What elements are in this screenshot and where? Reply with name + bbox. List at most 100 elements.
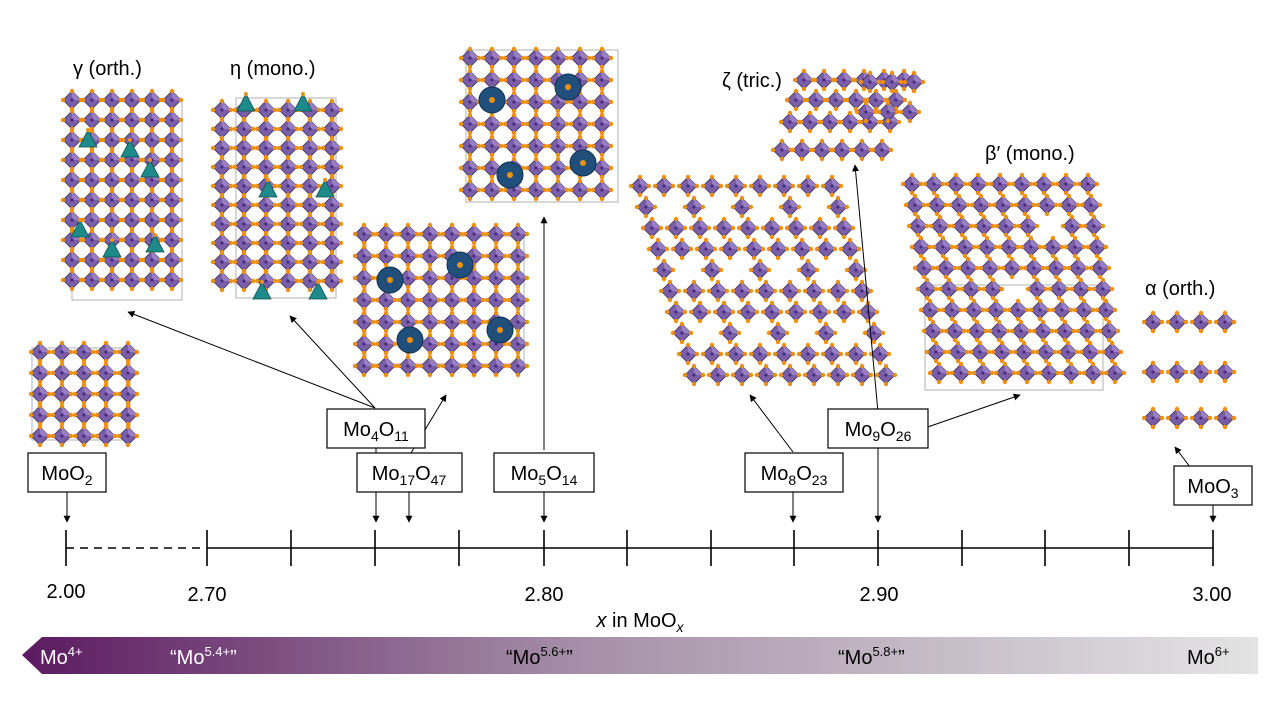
octahedron: [568, 112, 592, 136]
octahedron: [352, 244, 376, 268]
octahedron: [953, 235, 977, 259]
octahedron: [682, 363, 706, 387]
pentagonal-column: [496, 161, 524, 189]
octahedron: [1165, 360, 1189, 384]
octahedron: [947, 193, 971, 217]
mo5o14-b: 5: [538, 472, 546, 488]
tick-label-2.70: 2.70: [188, 584, 227, 606]
octahedron: [1097, 319, 1121, 343]
octahedron: [484, 244, 508, 268]
octahedron: [1141, 406, 1165, 430]
octahedron: [320, 269, 344, 293]
octahedron: [1047, 277, 1071, 301]
oxidation-bar: Mo4+ “Mo5.4+” “Mo5.6+” “Mo5.8+” Mo6+: [22, 637, 1258, 674]
axis-title-var: x: [595, 610, 607, 632]
octahedron: [824, 88, 848, 112]
mo17o47-d: 47: [431, 472, 447, 488]
octahedron: [754, 279, 778, 303]
mo9o26-d: 26: [896, 428, 912, 444]
octahedron: [862, 321, 886, 345]
octahedron: [72, 424, 96, 448]
svg-text:MoO2: MoO2: [41, 463, 92, 488]
octahedron: [832, 216, 856, 240]
octahedron: [484, 266, 508, 290]
octahedron: [1100, 340, 1124, 364]
mo8o23-box: Mo8O23: [744, 452, 844, 493]
octahedron: [1060, 214, 1084, 238]
octahedron: [778, 279, 802, 303]
octahedron: [900, 172, 924, 196]
octahedron: [418, 288, 442, 312]
octahedron: [1076, 172, 1100, 196]
octahedron: [812, 68, 836, 92]
phase-beta: β′ (mono.): [985, 143, 1075, 165]
octahedron: [116, 403, 140, 427]
pentagonal-column: [569, 149, 597, 177]
octahedron: [925, 193, 949, 217]
octahedron: [1075, 319, 1099, 343]
octahedron: [730, 363, 754, 387]
axis-title-sub: x: [676, 619, 685, 635]
moo3-box: MoO3: [1173, 465, 1253, 506]
octahedron: [1063, 235, 1087, 259]
pentagonal-column: [486, 316, 514, 344]
octahedron: [418, 310, 442, 334]
mo9o26-c: O: [880, 419, 896, 441]
octahedron: [670, 321, 694, 345]
octahedron: [1189, 310, 1213, 334]
octahedron: [994, 214, 1018, 238]
octahedron: [993, 361, 1017, 385]
octahedron: [524, 156, 548, 180]
structure-moo2: [28, 340, 140, 448]
octahedron: [484, 354, 508, 378]
octahedron: [909, 235, 933, 259]
octahedron: [462, 222, 486, 246]
octahedron: [796, 174, 820, 198]
octahedron: [802, 363, 826, 387]
octahedron: [798, 110, 822, 134]
octahedron: [1016, 214, 1040, 238]
octahedron: [80, 108, 104, 132]
moo2-sub: 2: [85, 472, 93, 488]
octahedron: [766, 237, 790, 261]
tick-label-3.00: 3.00: [1193, 584, 1232, 606]
axis-title-text: in MoO: [606, 610, 676, 632]
octahedron: [590, 178, 614, 202]
octahedron: [590, 134, 614, 158]
octahedron: [120, 108, 144, 132]
octahedron: [934, 256, 958, 280]
octahedron: [590, 112, 614, 136]
octahedron: [1013, 193, 1037, 217]
octahedron: [790, 138, 814, 162]
octahedron: [506, 266, 530, 290]
octahedron: [462, 332, 486, 356]
octahedron: [700, 342, 724, 366]
octahedron: [396, 354, 420, 378]
octahedron: [1006, 298, 1030, 322]
octahedron: [981, 277, 1005, 301]
octahedron: [396, 288, 420, 312]
octahedron: [820, 342, 844, 366]
octahedron: [440, 354, 464, 378]
octahedron: [458, 112, 482, 136]
mo8o23-d: 23: [812, 472, 828, 488]
mo17o47-b: 17: [400, 472, 416, 488]
octahedron: [712, 216, 736, 240]
octahedron: [826, 279, 850, 303]
octahedron: [700, 258, 724, 282]
octahedron: [784, 216, 808, 240]
tick-label-2.00: 2.00: [47, 581, 86, 603]
octahedron: [484, 288, 508, 312]
octahedron: [766, 321, 790, 345]
octahedron: [502, 134, 526, 158]
mo5o14-c: O: [546, 463, 562, 485]
octahedron: [1054, 172, 1078, 196]
octahedron: [978, 256, 1002, 280]
octahedron: [906, 214, 930, 238]
octahedron: [546, 178, 570, 202]
octahedron: [912, 256, 936, 280]
octahedron: [440, 288, 464, 312]
octahedron: [814, 237, 838, 261]
octahedron: [1022, 256, 1046, 280]
octahedron: [966, 172, 990, 196]
